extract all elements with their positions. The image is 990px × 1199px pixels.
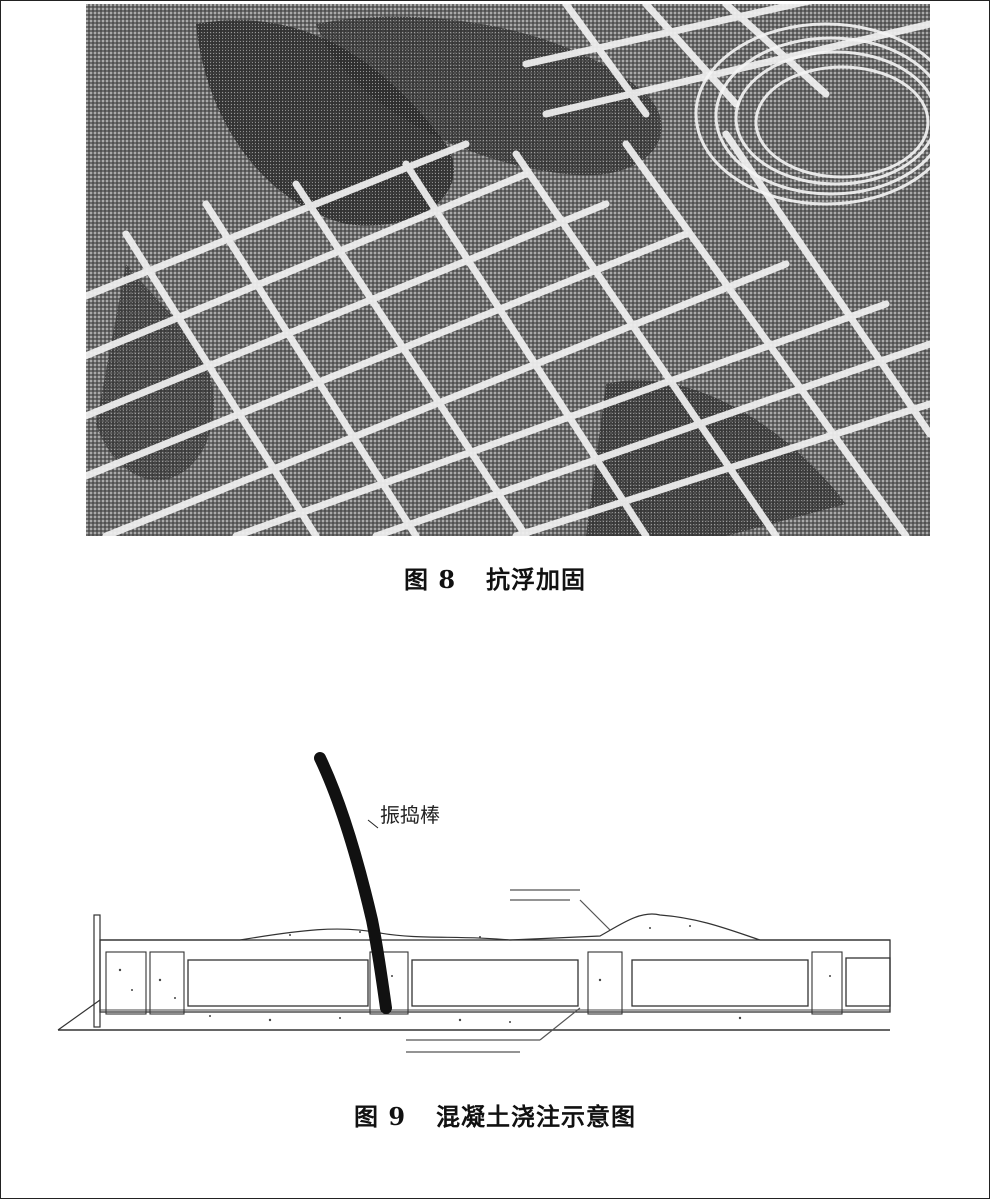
concrete-pouring-diagram: 振捣棒 — [40, 740, 910, 1080]
annotation-marks — [406, 889, 611, 1053]
aggregate-speckle — [118, 925, 831, 1023]
figure-8-caption: 图 8 抗浮加固 — [0, 560, 990, 595]
figure-8-title: 抗浮加固 — [486, 565, 587, 594]
ribs — [105, 951, 843, 1015]
slab-body — [99, 939, 891, 1013]
hollow-boxes — [187, 957, 891, 1007]
figure-9-number: 图 9 — [353, 1102, 407, 1131]
figure-9-title: 混凝土浇注示意图 — [436, 1102, 637, 1131]
base-slab — [57, 999, 890, 1031]
figure-9-caption: 图 9 混凝土浇注示意图 — [0, 1097, 990, 1132]
vibrator-label: 振捣棒 — [380, 803, 440, 827]
rebar-mesh-photo — [86, 4, 930, 536]
figure-8-number: 图 8 — [403, 565, 457, 594]
concrete-surface — [100, 913, 890, 941]
vibrator-rod — [314, 752, 392, 1014]
formwork-wall — [93, 914, 101, 1028]
